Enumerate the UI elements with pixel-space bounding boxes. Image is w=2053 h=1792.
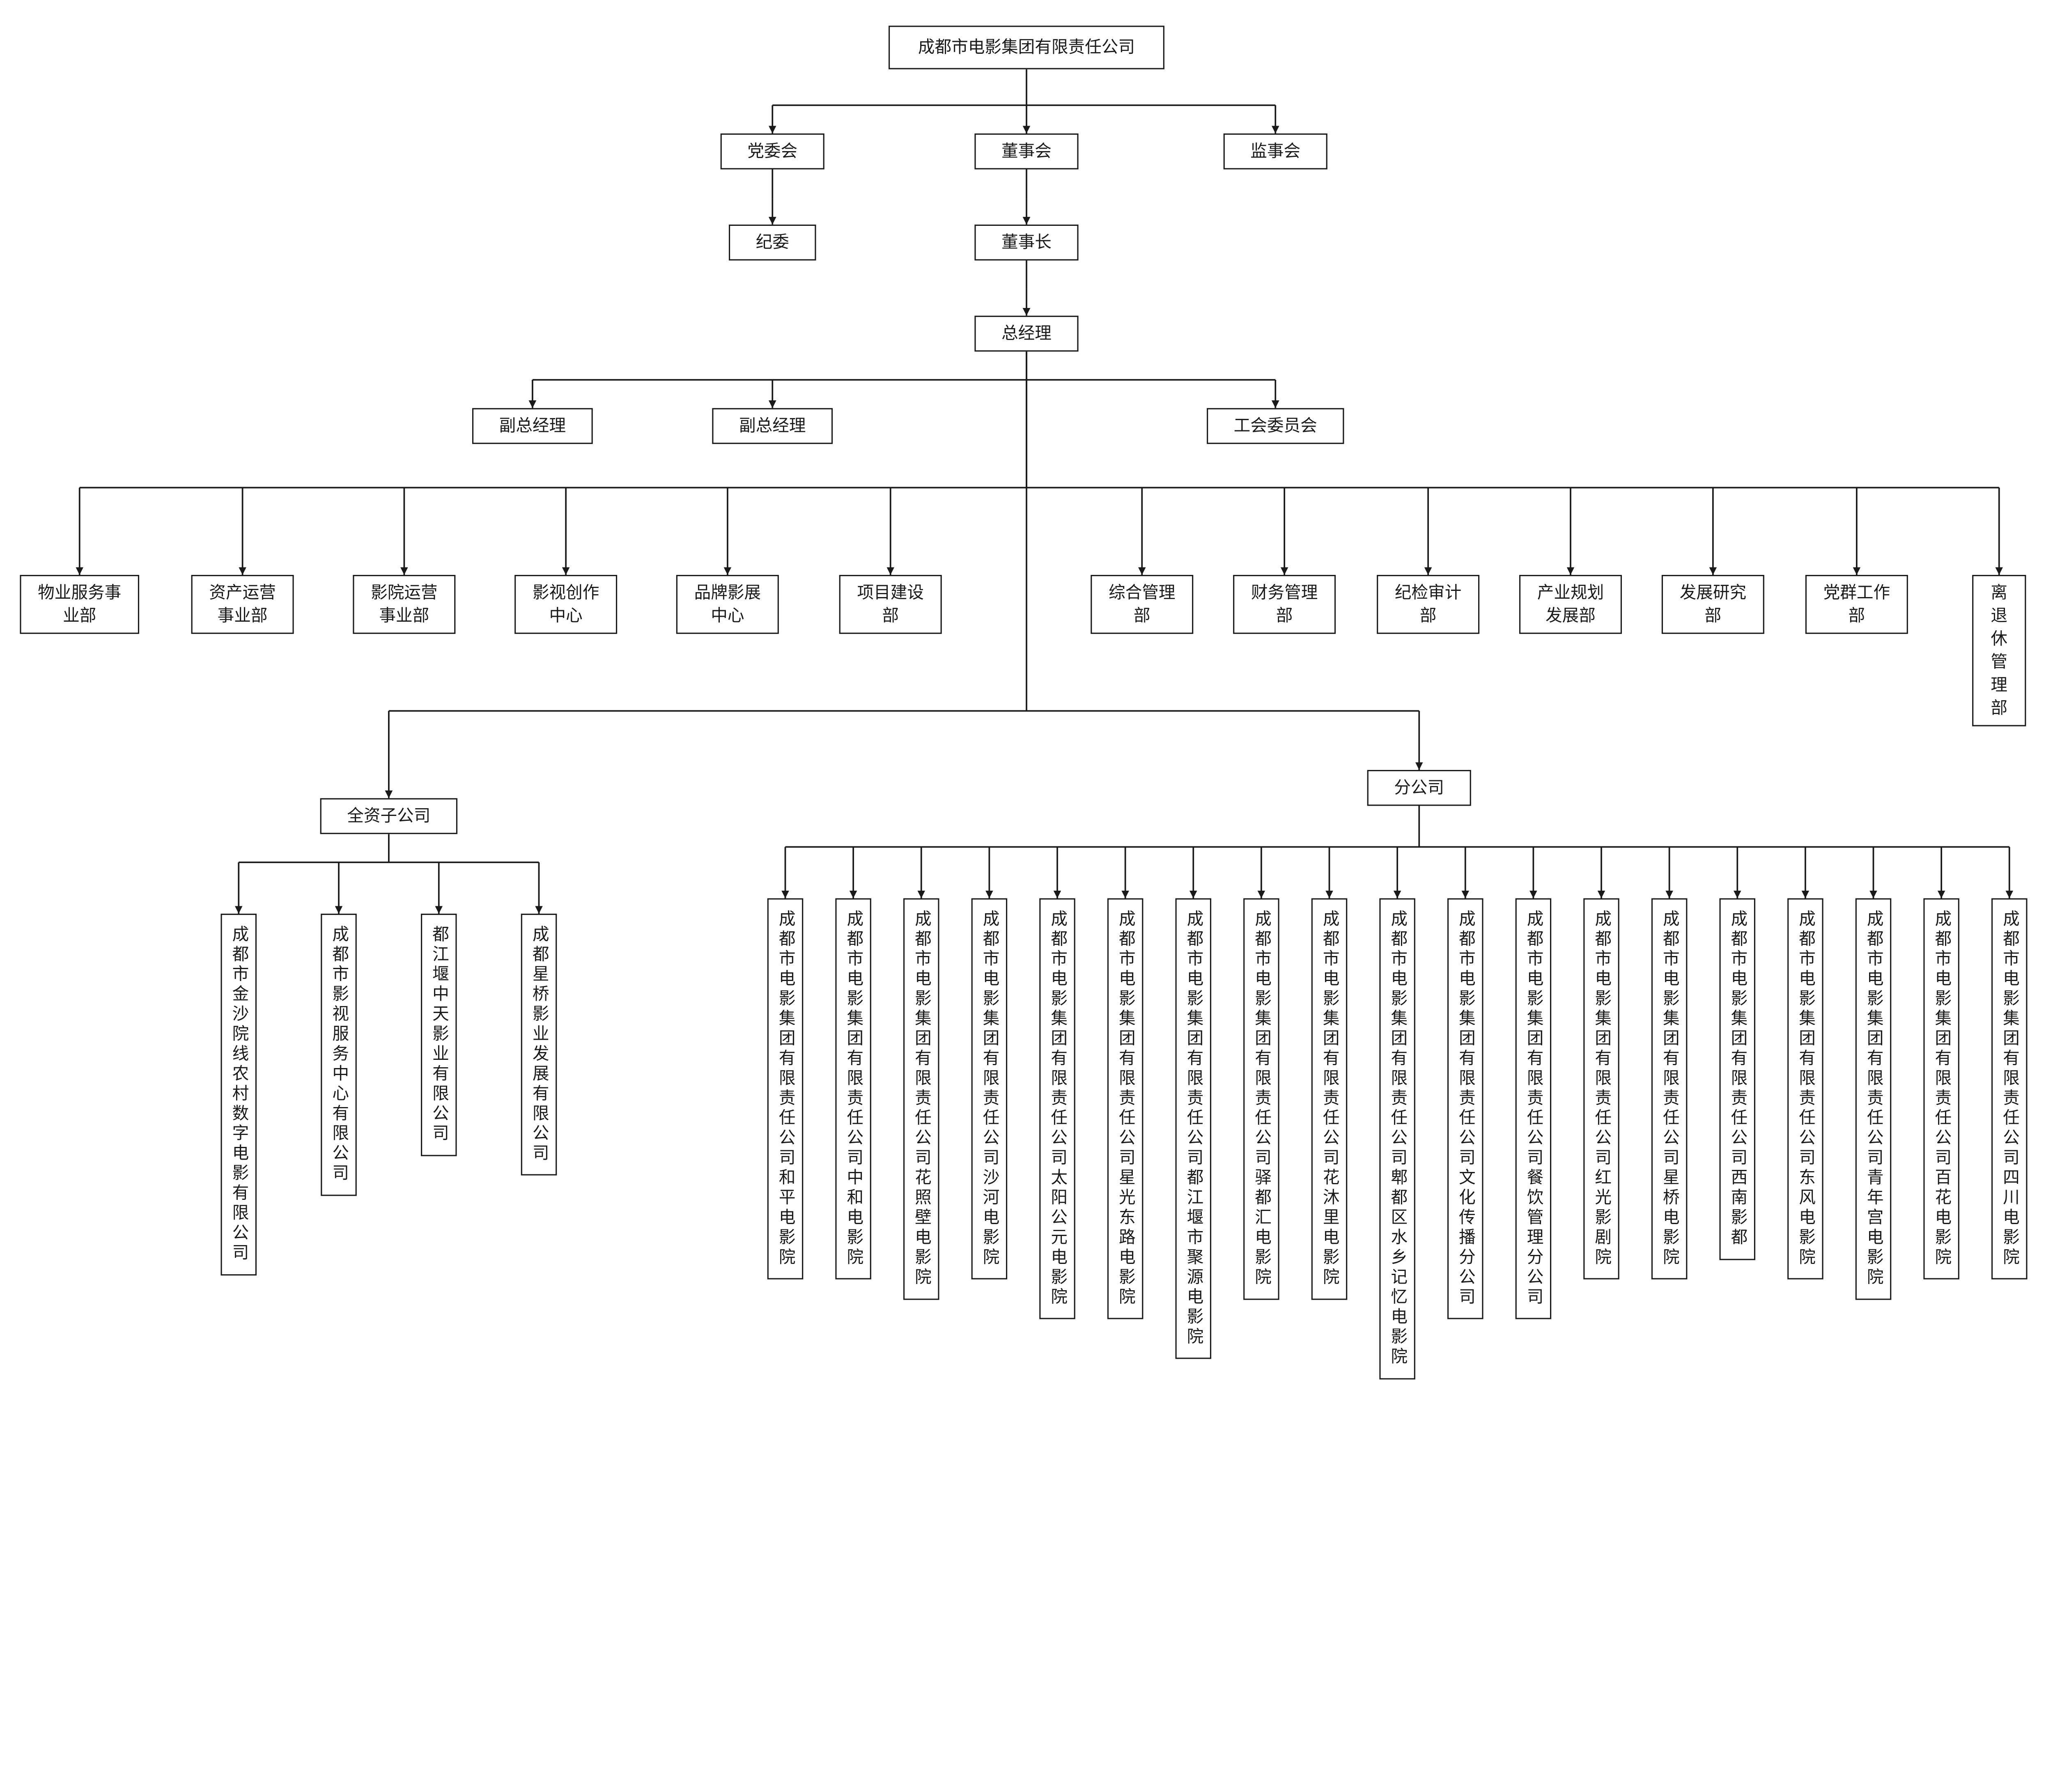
- org-chart: 成都市电影集团有限责任公司 党委会 董事会 监事会 纪委 董事长 总经理 副总经…: [20, 25, 2028, 1379]
- node-department: 综合管理 部: [1091, 575, 1194, 634]
- node-department: 纪检审计 部: [1377, 575, 1480, 634]
- node-branch-company: 成都市电影集团有限责任公司沙河电影院: [971, 898, 1008, 1280]
- node-branch-company: 成都市电影集团有限责任公司花照壁电影院: [903, 898, 939, 1300]
- node-supervisory-board: 监事会: [1223, 133, 1327, 170]
- node-chairman: 董事长: [974, 224, 1079, 261]
- node-branch-company: 成都市电影集团有限责任公司驿都汇电影院: [1243, 898, 1279, 1300]
- node-branch-company: 成都市电影集团有限责任公司红光影剧院: [1583, 898, 1619, 1280]
- node-branch-company: 成都市电影集团有限责任公司青年宫电影院: [1855, 898, 1892, 1300]
- node-department: 党群工作 部: [1805, 575, 1908, 634]
- node-board-of-directors: 董事会: [974, 133, 1079, 170]
- node-department: 离退休管 理部: [1972, 575, 2026, 726]
- node-branch-company: 成都市电影集团有限责任公司星桥电影院: [1651, 898, 1688, 1280]
- node-subsidiary-company: 成都市影视服务中心有限公司: [321, 914, 357, 1195]
- node-department: 品牌影展 中心: [676, 575, 779, 634]
- node-branch-company: 成都市电影集团有限责任公司文化传播分公司: [1447, 898, 1483, 1319]
- node-department: 影视创作 中心: [514, 575, 618, 634]
- connector-lines: [76, 69, 2014, 914]
- node-department: 财务管理 部: [1233, 575, 1336, 634]
- node-branch-company: 成都市电影集团有限责任公司郫都区水乡记忆电影院: [1379, 898, 1415, 1379]
- node-company-root: 成都市电影集团有限责任公司: [889, 25, 1164, 69]
- node-branch-company: 成都市电影集团有限责任公司太阳公元电影院: [1039, 898, 1075, 1319]
- node-branch-companies: 分公司: [1367, 770, 1471, 806]
- node-branch-company: 成都市电影集团有限责任公司东风电影院: [1787, 898, 1823, 1280]
- node-branch-company: 成都市电影集团有限责任公司花沐里电影院: [1311, 898, 1348, 1300]
- node-subsidiary-company: 成都市金沙院线农村数字电影有限公司: [220, 914, 257, 1275]
- node-branch-company: 成都市电影集团有限责任公司餐饮管理分公司: [1515, 898, 1552, 1319]
- node-branch-company: 成都市电影集团有限责任公司四川电影院: [1991, 898, 2028, 1280]
- node-branch-company: 成都市电影集团有限责任公司百花电影院: [1923, 898, 1959, 1280]
- node-branch-company: 成都市电影集团有限责任公司都江堰市聚源电影院: [1175, 898, 1211, 1359]
- node-wholly-owned-subsidiaries: 全资子公司: [320, 798, 458, 834]
- node-department: 产业规划 发展部: [1519, 575, 1622, 634]
- node-branch-company: 成都市电影集团有限责任公司星光东路电影院: [1107, 898, 1144, 1319]
- node-union-committee: 工会委员会: [1207, 408, 1344, 444]
- node-department: 物业服务事 业部: [20, 575, 140, 634]
- node-deputy-general-manager: 副总经理: [472, 408, 593, 444]
- node-branch-company: 成都市电影集团有限责任公司西南影都: [1719, 898, 1755, 1260]
- node-discipline-committee: 纪委: [728, 224, 816, 261]
- node-department: 项目建设 部: [839, 575, 942, 634]
- node-party-committee: 党委会: [720, 133, 824, 170]
- node-department: 发展研究 部: [1661, 575, 1764, 634]
- node-department: 资产运营 事业部: [191, 575, 294, 634]
- node-deputy-general-manager: 副总经理: [712, 408, 833, 444]
- node-department: 影院运营 事业部: [353, 575, 456, 634]
- node-branch-company: 成都市电影集团有限责任公司中和电影院: [835, 898, 871, 1280]
- node-general-manager: 总经理: [974, 315, 1079, 352]
- node-branch-company: 成都市电影集团有限责任公司和平电影院: [767, 898, 804, 1280]
- scale-wrapper: 成都市电影集团有限责任公司 党委会 董事会 监事会 纪委 董事长 总经理 副总经…: [20, 25, 2028, 1379]
- node-subsidiary-company: 都江堰中天影业有限公司: [421, 914, 457, 1156]
- node-subsidiary-company: 成都星桥影业发展有限公司: [521, 914, 557, 1176]
